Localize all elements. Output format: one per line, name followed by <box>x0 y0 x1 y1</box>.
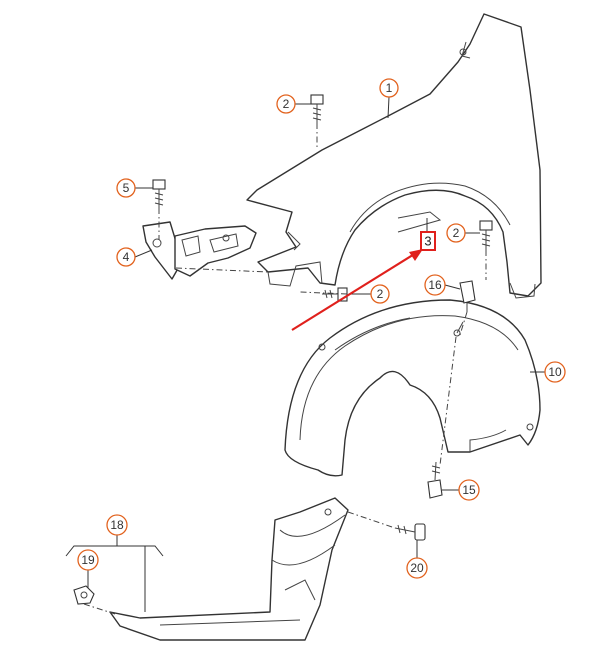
bolt-icon[interactable] <box>479 220 493 250</box>
callout-label: 16 <box>428 278 442 292</box>
callout-label: 2 <box>283 97 290 111</box>
callout-5[interactable]: 5 <box>116 178 136 198</box>
callout-16[interactable]: 16 <box>424 274 446 296</box>
callout-2[interactable]: 2 <box>370 284 390 304</box>
bolt-icon[interactable] <box>152 179 166 208</box>
callout-label: 10 <box>548 365 562 379</box>
callout-label: 4 <box>123 250 130 264</box>
callout-label: 3 <box>424 234 431 249</box>
callout-label: 1 <box>386 81 393 95</box>
callout-4[interactable]: 4 <box>116 247 136 267</box>
clip-icon[interactable] <box>459 280 476 312</box>
bolt-icon[interactable] <box>427 461 443 499</box>
callout-2[interactable]: 2 <box>276 94 296 114</box>
callout-label: 2 <box>453 226 460 240</box>
mounting-bracket-part[interactable] <box>142 221 257 280</box>
clip-icon[interactable] <box>73 585 95 605</box>
callout-19[interactable]: 19 <box>77 549 99 571</box>
callout-3-highlight[interactable]: 3 <box>420 231 436 251</box>
callout-18[interactable]: 18 <box>106 514 128 536</box>
arrow-icon <box>291 249 423 331</box>
callout-label: 5 <box>123 181 130 195</box>
callout-15[interactable]: 15 <box>458 479 480 501</box>
inner-liner-part[interactable] <box>284 299 541 477</box>
callout-20[interactable]: 20 <box>406 557 428 579</box>
callout-label: 19 <box>81 553 95 567</box>
callout-label: 18 <box>110 518 124 532</box>
splash-shield-part[interactable] <box>109 497 349 641</box>
leader-lines <box>65 96 545 612</box>
assembly-lines <box>83 123 487 615</box>
callout-2[interactable]: 2 <box>446 223 466 243</box>
fender-part[interactable] <box>246 13 542 299</box>
callout-1[interactable]: 1 <box>379 78 399 98</box>
bolt-icon[interactable] <box>310 94 324 123</box>
callout-label: 15 <box>462 483 476 497</box>
bolt-icon[interactable] <box>394 523 426 541</box>
callout-10[interactable]: 10 <box>544 361 566 383</box>
bolt-icon[interactable] <box>322 287 348 302</box>
callout-label: 20 <box>410 561 424 575</box>
callout-label: 2 <box>377 287 384 301</box>
